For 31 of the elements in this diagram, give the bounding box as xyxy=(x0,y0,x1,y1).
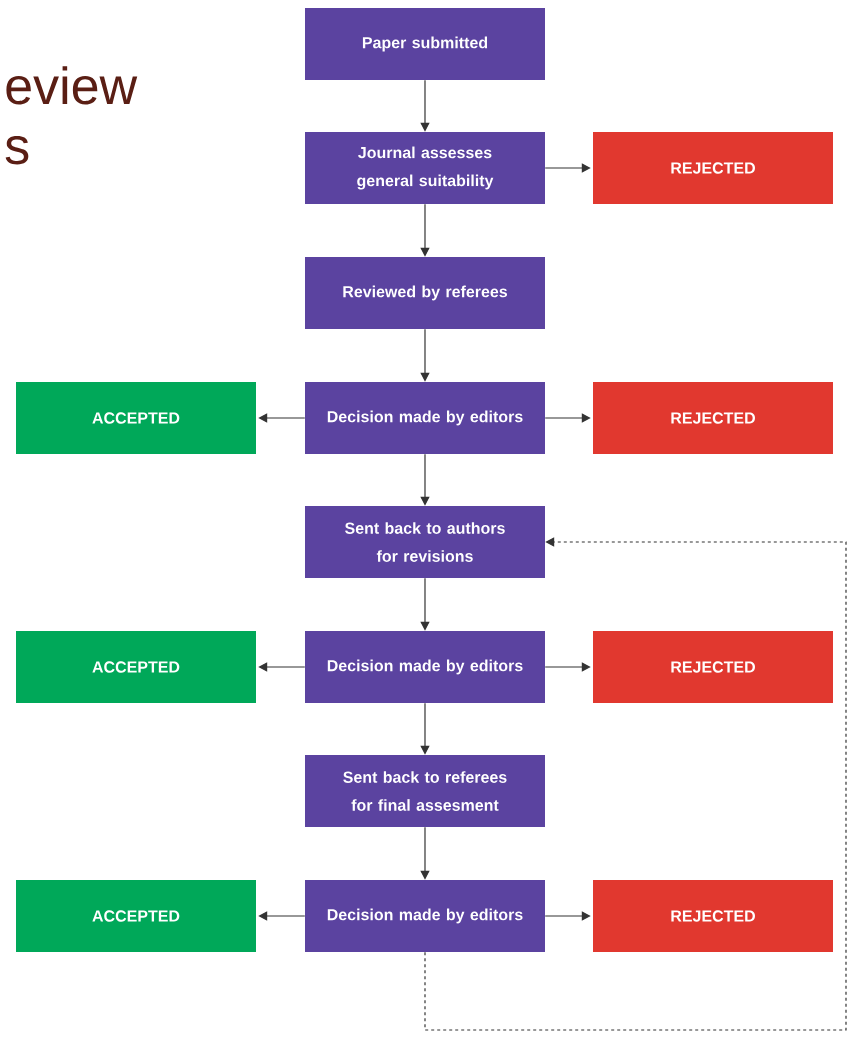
arrow xyxy=(258,413,306,423)
arrow xyxy=(420,826,430,880)
arrow xyxy=(258,662,306,672)
arrow xyxy=(420,79,430,132)
rejected-box: REJECTED xyxy=(593,382,833,454)
arrow xyxy=(420,702,430,755)
arrow xyxy=(420,203,430,257)
arrow xyxy=(258,911,306,921)
arrow xyxy=(420,328,430,382)
accepted-box: ACCEPTED xyxy=(16,880,256,952)
process-box: Decision made by editors xyxy=(305,631,545,703)
process-box: Reviewed by referees xyxy=(305,257,545,329)
accepted-box: ACCEPTED xyxy=(16,382,256,454)
rejected-box: REJECTED xyxy=(593,880,833,952)
rejected-box: REJECTED xyxy=(593,132,833,204)
process-box: Paper submitted xyxy=(305,8,545,80)
process-box: Decision made by editors xyxy=(305,382,545,454)
process-box: Decision made by editors xyxy=(305,880,545,952)
arrow xyxy=(544,662,591,672)
process-box: Journal assesses general suitability xyxy=(305,132,545,204)
arrow xyxy=(420,577,430,631)
arrow xyxy=(544,163,591,173)
arrow xyxy=(544,413,591,423)
process-box: Sent back to referees for final assesment xyxy=(305,755,545,827)
title: eview s xyxy=(5,66,138,165)
process-box: Sent back to authors for revisions xyxy=(305,506,545,578)
rejected-box: REJECTED xyxy=(593,631,833,703)
arrow xyxy=(544,911,591,921)
arrow xyxy=(420,453,430,506)
accepted-box: ACCEPTED xyxy=(16,631,256,703)
arrow xyxy=(424,537,847,1031)
